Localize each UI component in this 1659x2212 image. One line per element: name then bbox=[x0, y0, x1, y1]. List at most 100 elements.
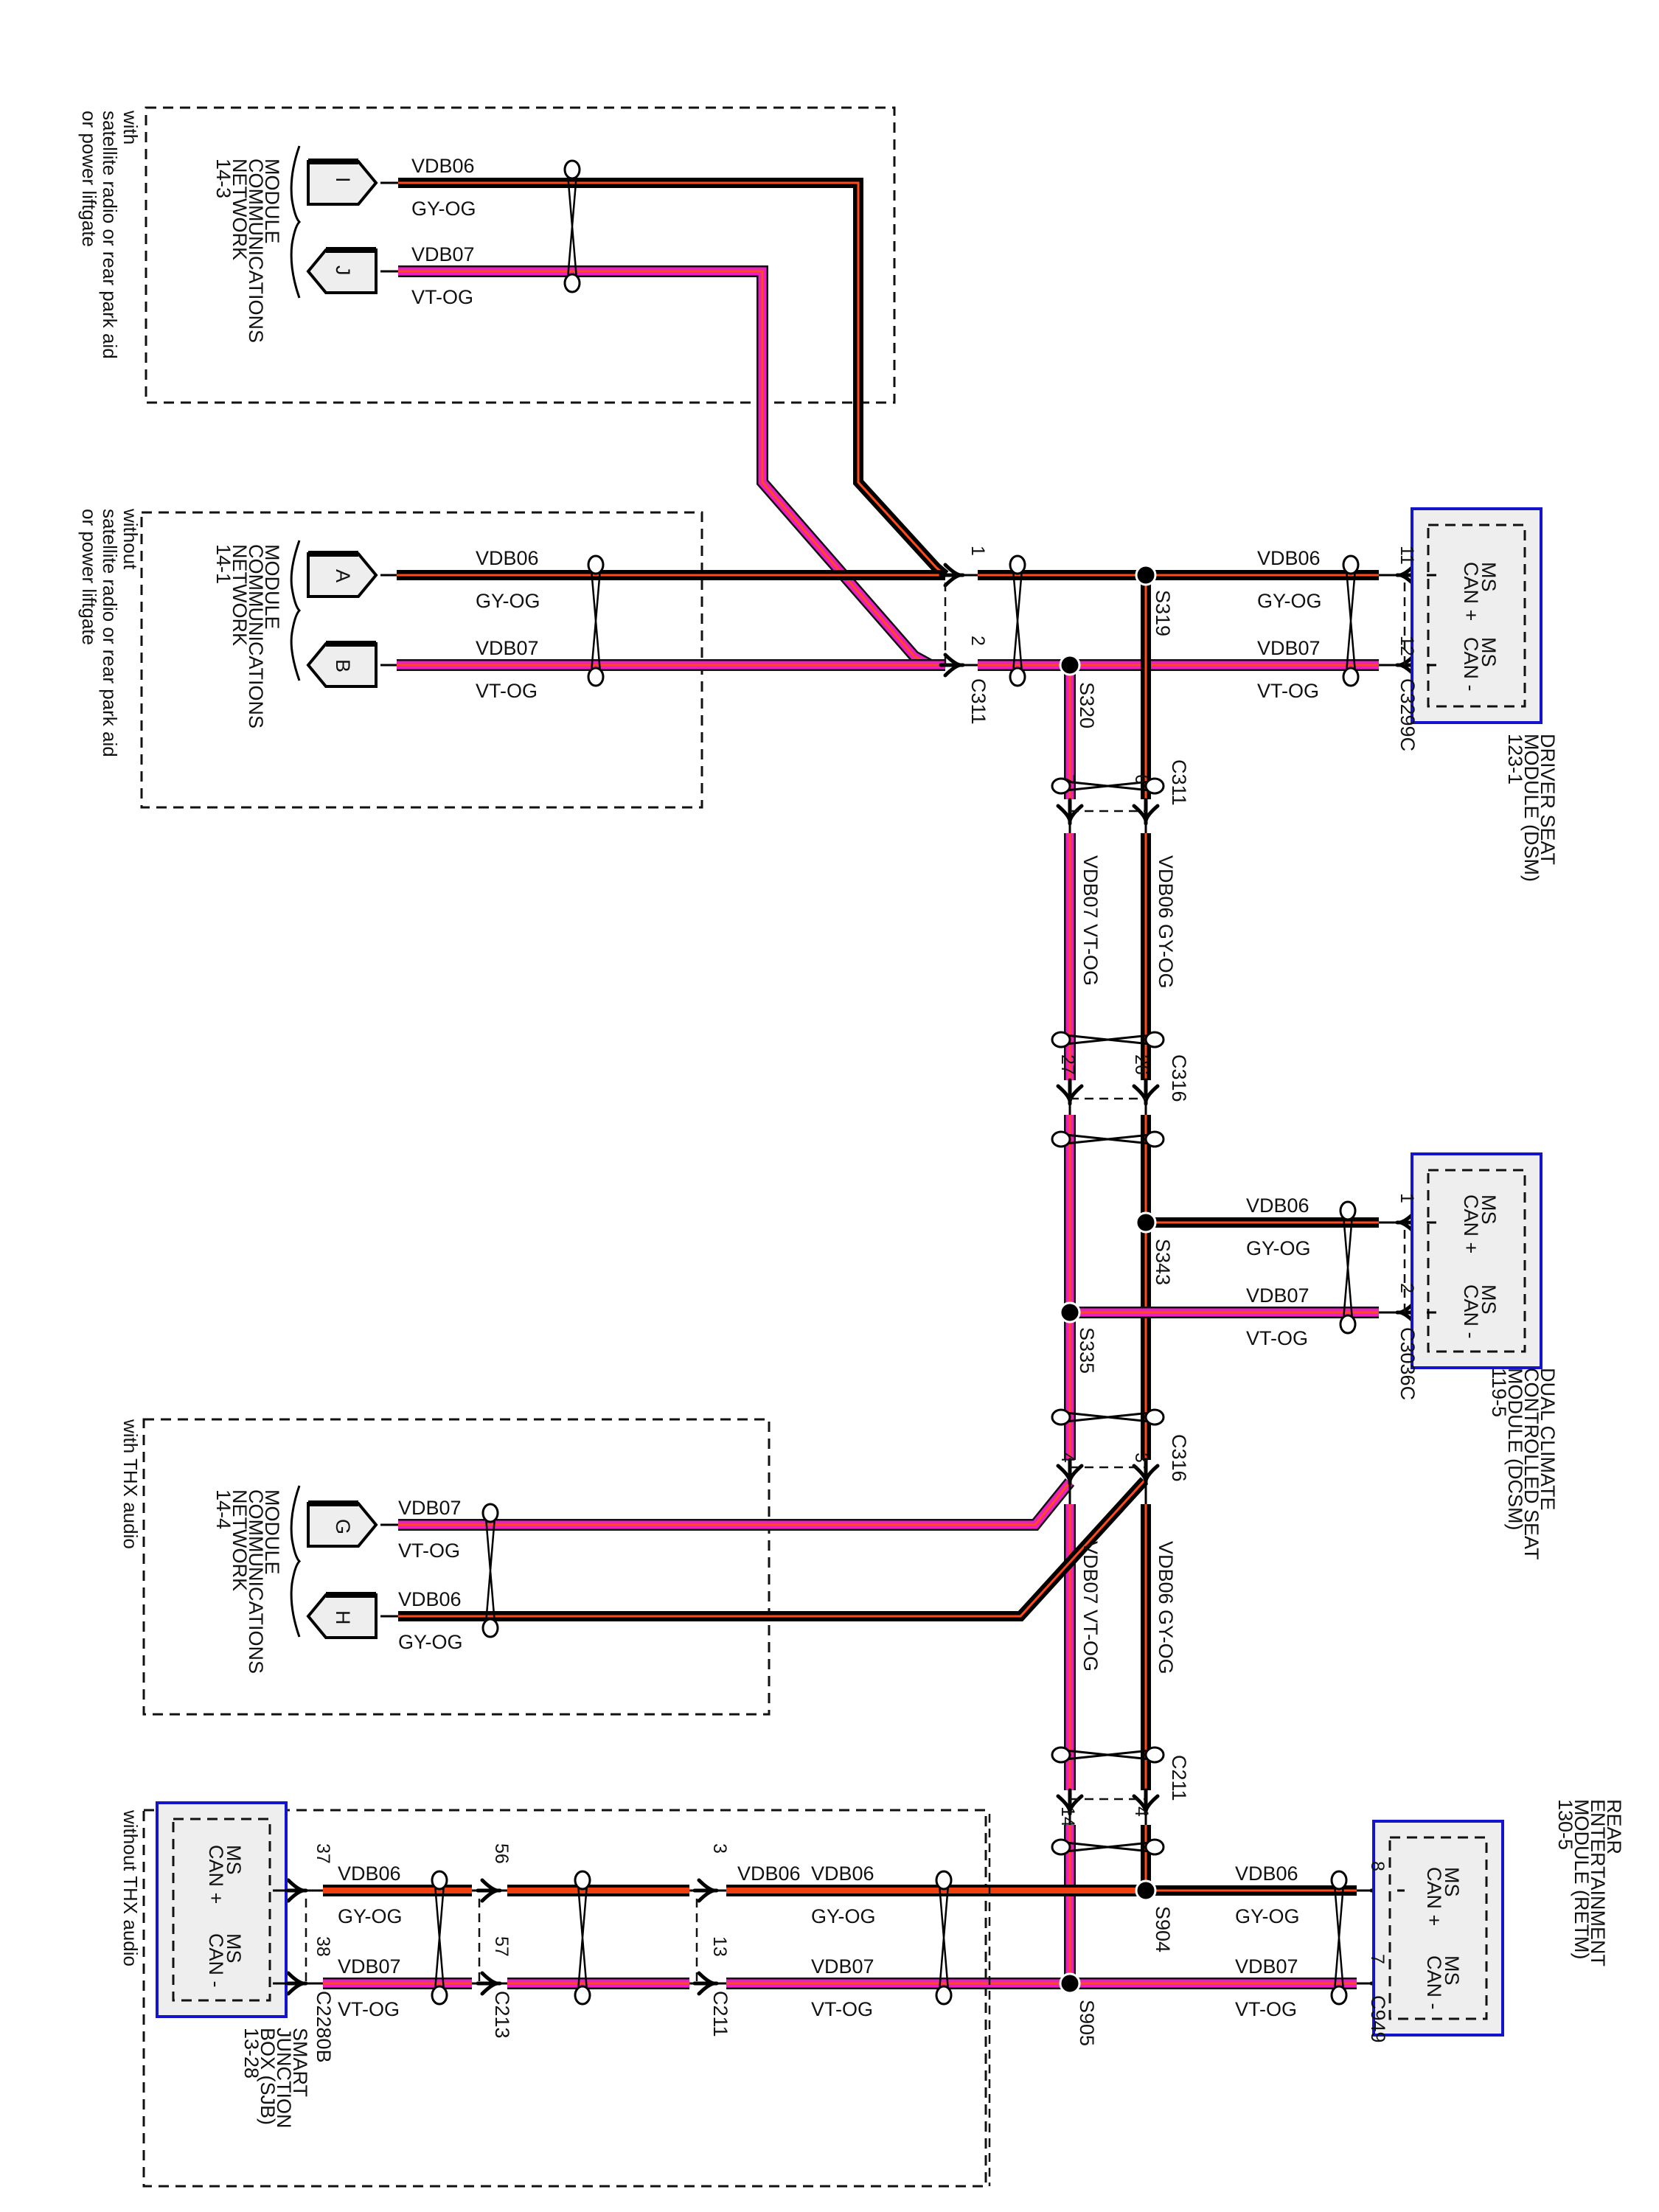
module-pin-label: CAN + bbox=[205, 1845, 227, 1904]
connector-h bbox=[306, 1592, 378, 1639]
connector-letter: I bbox=[332, 177, 354, 183]
twisted-pair-icon bbox=[574, 1870, 591, 2006]
pin-number: 2 bbox=[967, 636, 988, 646]
circuit-label: VDB06 bbox=[411, 155, 475, 177]
circuit-label: VDB07 bbox=[1257, 637, 1321, 659]
connector-pin-icon bbox=[939, 563, 965, 588]
module-pin-label: CAN - bbox=[1460, 1284, 1482, 1339]
module-retm[interactable] bbox=[1372, 1820, 1504, 2037]
circuit-label: VDB06 bbox=[398, 1588, 462, 1610]
twisted-pair-icon bbox=[1051, 1130, 1165, 1148]
splice-s905 bbox=[1059, 1972, 1081, 1994]
twisted-pair-icon bbox=[1342, 554, 1360, 687]
connector-a bbox=[307, 551, 378, 598]
circuit-label: VDB06 bbox=[1246, 1194, 1310, 1217]
module-name: REAR bbox=[1603, 1799, 1625, 1854]
module-pin-label: CAN - bbox=[205, 1933, 227, 1988]
connector-letter: J bbox=[332, 265, 354, 276]
brace-icon bbox=[290, 1485, 302, 1638]
pin-number: 38 bbox=[313, 1936, 333, 1957]
wire-color-label: GY-OG bbox=[1246, 1237, 1311, 1259]
connector-letter: G bbox=[332, 1519, 354, 1534]
connector-pin-icon bbox=[476, 1971, 502, 1996]
connector-letter: B bbox=[332, 659, 354, 672]
connector-letter: A bbox=[332, 569, 354, 582]
wire-vdb06-h bbox=[398, 1477, 1149, 1621]
wire-color-label: VT-OG bbox=[411, 286, 473, 308]
wire-color-label: GY-OG bbox=[411, 198, 476, 220]
trunk-label-vdb07: VDB07 VT-OG bbox=[1079, 1541, 1102, 1672]
module-pin-label: MS bbox=[1441, 1867, 1463, 1897]
wire-color-label: VT-OG bbox=[1257, 680, 1319, 702]
pin-number: 13 bbox=[709, 1936, 730, 1957]
wire-color-label: GY-OG bbox=[1235, 1905, 1300, 1927]
option-box-thx bbox=[142, 1418, 771, 1716]
connector-b bbox=[306, 641, 378, 688]
connector-name: C213 bbox=[491, 1991, 513, 2039]
module-pin-label: CAN - bbox=[1460, 637, 1482, 692]
module-dsm[interactable] bbox=[1411, 507, 1543, 724]
splice-label: S343 bbox=[1152, 1239, 1174, 1285]
splice-s319 bbox=[1135, 564, 1157, 586]
brace-icon bbox=[290, 540, 302, 681]
twisted-pair-icon bbox=[431, 1870, 448, 2006]
ref-title: MODULE bbox=[261, 159, 283, 244]
pin-number: 3 bbox=[1131, 1453, 1152, 1463]
connector-pin-icon bbox=[1056, 1458, 1084, 1486]
module-dcsm[interactable] bbox=[1411, 1152, 1543, 1369]
connector-pin-icon bbox=[1132, 1078, 1160, 1106]
module-sjb[interactable] bbox=[156, 1801, 288, 2018]
wire-color-label: GY-OG bbox=[1257, 590, 1322, 612]
wire-color-label: VT-OG bbox=[338, 1998, 400, 2020]
module-name: MODULE (DCSM) bbox=[1504, 1368, 1526, 1531]
connector-name: C2280B bbox=[313, 1991, 335, 2063]
module-pin-label: CAN + bbox=[1460, 562, 1482, 621]
connector-pin-icon bbox=[1132, 1788, 1160, 1816]
trunk-label-vdb06: VDB06 GY-OG bbox=[1155, 1541, 1177, 1674]
wire-color-label: GY-OG bbox=[476, 590, 540, 612]
pin-number: 12 bbox=[1397, 636, 1417, 656]
module-pin-label: MS bbox=[1478, 562, 1500, 592]
trunk-label-vdb06: VDB06 GY-OG bbox=[1155, 855, 1177, 989]
circuit-label: VDB06 bbox=[1235, 1863, 1298, 1885]
module-pin-label: MS bbox=[1441, 1955, 1463, 1986]
module-name: 123-1 bbox=[1504, 734, 1526, 785]
connector-pin-icon bbox=[1056, 1788, 1084, 1816]
module-pin-label: MS bbox=[1478, 637, 1500, 667]
ref-page: 14-3 bbox=[212, 159, 234, 198]
connector-name: C311 bbox=[967, 678, 990, 725]
module-pin-label: CAN + bbox=[1423, 1867, 1445, 1926]
connector-pin-icon bbox=[1056, 1078, 1084, 1106]
wire-vdb06-i bbox=[398, 178, 949, 580]
option-note: with bbox=[119, 110, 142, 145]
pin-number: 37 bbox=[313, 1843, 333, 1864]
pin-number: 26 bbox=[1131, 1054, 1152, 1075]
splice-s335 bbox=[1059, 1301, 1081, 1324]
module-name: DUAL CLIMATE bbox=[1537, 1368, 1559, 1511]
circuit-label: VDB06 bbox=[737, 1863, 801, 1885]
ref-title: COMMUNICATIONS bbox=[245, 544, 267, 728]
twisted-pair-icon bbox=[1330, 1870, 1348, 2006]
wire-color-label: GY-OG bbox=[811, 1905, 876, 1927]
ref-title: NETWORK bbox=[229, 159, 251, 260]
module-name: MODULE (RETM) bbox=[1571, 1799, 1593, 1960]
pin-number: 1 bbox=[1397, 1193, 1417, 1203]
module-name: MODULE (DSM) bbox=[1520, 734, 1543, 882]
option-note: satellite radio or rear park aid bbox=[99, 111, 121, 359]
wire-color-label: GY-OG bbox=[338, 1905, 403, 1927]
twisted-pair-icon bbox=[1051, 1408, 1165, 1426]
twisted-pair-icon bbox=[1051, 1838, 1165, 1856]
connector-j bbox=[306, 247, 378, 294]
ref-page: 14-1 bbox=[212, 544, 234, 584]
twisted-pair-markers-layer bbox=[431, 159, 1360, 2006]
wire-color-label: VT-OG bbox=[476, 680, 538, 702]
wires-layer bbox=[323, 178, 1379, 1989]
connector-name: C211 bbox=[709, 1991, 731, 2037]
option-boxes-layer bbox=[140, 106, 987, 2188]
twisted-pair-icon bbox=[587, 554, 605, 687]
pin-number: 27 bbox=[1057, 1054, 1078, 1075]
circuit-label: VDB07 bbox=[338, 1955, 401, 1978]
circuit-label: VDB07 bbox=[1235, 1955, 1298, 1978]
brace-icon bbox=[290, 145, 302, 299]
connector-i bbox=[307, 159, 378, 206]
